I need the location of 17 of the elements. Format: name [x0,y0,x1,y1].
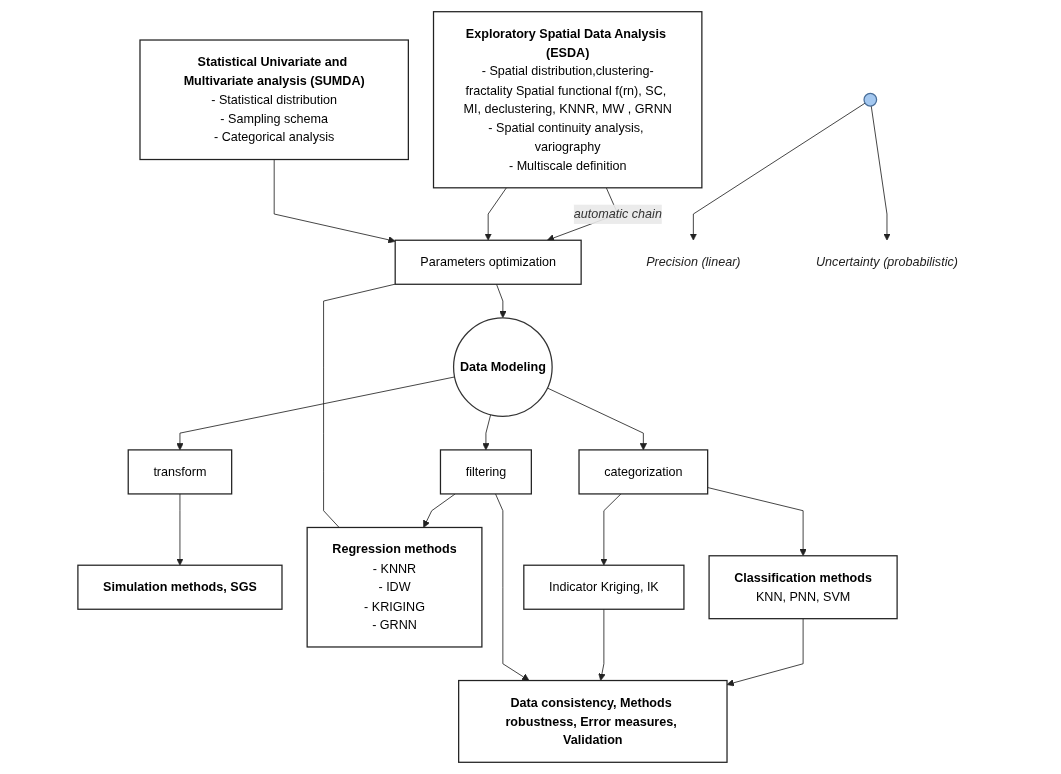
node-circle: Data Modeling [452,317,553,417]
connector [323,283,396,528]
node-box: Parameters optimization [394,239,582,285]
node-box: Simulation methods, SGS [77,564,283,610]
node-box: Classification methods KNN, PNN, SVM [708,555,898,620]
node-circle [863,92,878,107]
node-box: filtering [439,449,532,495]
node-box: Exploratory Spatial Data Analysis (ESDA) - Spatial distribution,clustering-fractality Spatial functional f(rn), SC, MI, declustering, KNNR, MW , GRNN - Spatial continuity analysis, variography - Multiscale definition [432,11,703,189]
node-box: transform [127,449,233,495]
edge-label: automatic chain [573,206,662,221]
node-text: Precision (linear) [646,254,741,269]
node-text: Uncertainty (probabilistic) [816,254,958,269]
node-box: Statistical Univariate and Multivariate analysis (SUMDA) - Statistical distribution - Sampling schema - Categorical analysis [139,39,409,161]
node-box: Indicator Kriging, IK [523,564,685,610]
node-box: Data consistency, Methods robustness, Error measures, Validation [458,679,728,763]
node-box: Regression methods - KNNR - IDW - KRIGING - GRNN [306,526,483,648]
node-box: categorization [578,449,709,495]
